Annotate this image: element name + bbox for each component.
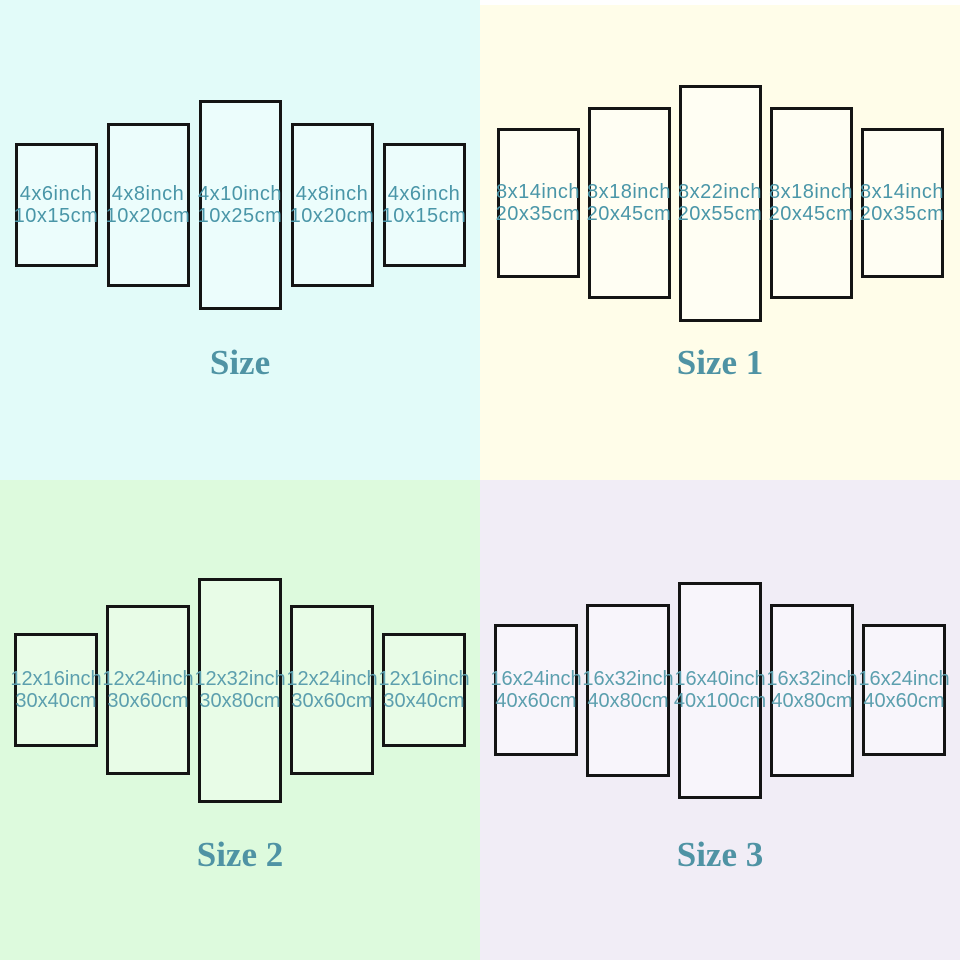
panel-size-cm: 10x20cm: [289, 205, 375, 227]
canvas-panel: 8x18inch 20x45cm: [769, 107, 854, 299]
canvas-panel: 12x24inch 30x60cm: [286, 605, 378, 775]
panel-size-label: 12x16inch 30x40cm: [10, 668, 101, 712]
panel-size-cm: 10x20cm: [105, 205, 191, 227]
panel-row: 8x14inch 20x35cm 8x18inch 20x45cm 8x22in…: [480, 0, 960, 406]
canvas-panel: 16x24inch 40x60cm: [490, 624, 582, 756]
panel-size-cm: 40x80cm: [587, 690, 669, 712]
panel-size-cm: 10x15cm: [13, 205, 99, 227]
panel-size-inch: 12x16inch: [10, 668, 102, 690]
panel-size-label: 12x24inch 30x60cm: [286, 668, 377, 712]
quadrant-title: Size: [209, 343, 271, 382]
panel-size-inch: 4x8inch: [111, 183, 185, 205]
panel-size-cm: 20x45cm: [768, 203, 854, 225]
quadrant-size-3: 16x24inch 40x60cm 16x32inch 40x80cm 16x4…: [480, 480, 960, 960]
panel-size-inch: 12x16inch: [378, 668, 470, 690]
panel-size-label: 8x14inch 20x35cm: [860, 181, 945, 225]
canvas-panel: 8x18inch 20x45cm: [587, 107, 672, 299]
canvas-panel: 4x10inch 10x25cm: [198, 100, 283, 310]
panel-size-inch: 12x32inch: [194, 668, 286, 690]
panel-size-inch: 16x32inch: [582, 668, 674, 690]
panel-size-label: 16x24inch 40x60cm: [490, 668, 581, 712]
panel-size-label: 16x40inch 40x100cm: [674, 668, 766, 712]
panel-size-label: 8x22inch 20x55cm: [678, 181, 763, 225]
quadrant-title: Size 1: [676, 343, 764, 382]
canvas-panel: 16x32inch 40x80cm: [766, 603, 858, 777]
canvas-panel: 8x22inch 20x55cm: [678, 84, 763, 322]
panel-size-cm: 20x45cm: [586, 203, 672, 225]
panel-size-label: 12x24inch 30x60cm: [102, 668, 193, 712]
panel-size-inch: 16x24inch: [858, 668, 950, 690]
panel-size-inch: 8x14inch: [859, 181, 945, 203]
canvas-panel: 12x16inch 30x40cm: [10, 633, 102, 747]
canvas-panel: 16x24inch 40x60cm: [858, 624, 950, 756]
panel-size-inch: 4x10inch: [197, 183, 283, 205]
canvas-panel: 12x24inch 30x60cm: [102, 605, 194, 775]
panel-size-cm: 30x40cm: [15, 690, 97, 712]
panel-size-label: 4x6inch 10x15cm: [382, 183, 467, 227]
panel-size-label: 4x8inch 10x20cm: [290, 183, 375, 227]
panel-size-inch: 12x24inch: [286, 668, 378, 690]
panel-row: 4x6inch 10x15cm 4x8inch 10x20cm 4x10inch…: [0, 0, 480, 410]
panel-size-label: 4x6inch 10x15cm: [14, 183, 99, 227]
panel-size-cm: 40x100cm: [673, 690, 767, 712]
panel-size-cm: 20x35cm: [495, 203, 581, 225]
canvas-panel: 12x16inch 30x40cm: [378, 633, 470, 747]
panel-size-cm: 30x60cm: [107, 690, 189, 712]
panel-size-inch: 8x14inch: [495, 181, 581, 203]
panel-size-inch: 16x24inch: [490, 668, 582, 690]
panel-size-label: 4x10inch 10x25cm: [198, 183, 283, 227]
panel-size-inch: 12x24inch: [102, 668, 194, 690]
canvas-panel: 16x40inch 40x100cm: [674, 581, 766, 799]
panel-size-label: 12x32inch 30x80cm: [194, 668, 285, 712]
panel-size-inch: 8x22inch: [677, 181, 763, 203]
canvas-panel: 4x6inch 10x15cm: [382, 143, 467, 267]
panel-size-cm: 30x80cm: [199, 690, 281, 712]
panel-size-label: 12x16inch 30x40cm: [378, 668, 469, 712]
panel-size-inch: 4x6inch: [387, 183, 461, 205]
panel-size-label: 8x14inch 20x35cm: [496, 181, 581, 225]
canvas-panel: 16x32inch 40x80cm: [582, 603, 674, 777]
panel-row: 16x24inch 40x60cm 16x32inch 40x80cm 16x4…: [480, 480, 960, 900]
panel-size-inch: 4x6inch: [19, 183, 93, 205]
panel-size-cm: 40x60cm: [863, 690, 945, 712]
panel-size-inch: 4x8inch: [295, 183, 369, 205]
panel-size-label: 4x8inch 10x20cm: [106, 183, 191, 227]
canvas-panel: 12x32inch 30x80cm: [194, 577, 286, 803]
quadrant-size-1: 8x14inch 20x35cm 8x18inch 20x45cm 8x22in…: [480, 0, 960, 480]
panel-row: 12x16inch 30x40cm 12x24inch 30x60cm 12x3…: [0, 480, 480, 900]
panel-size-label: 8x18inch 20x45cm: [769, 181, 854, 225]
panel-size-cm: 10x25cm: [197, 205, 283, 227]
panel-size-inch: 16x40inch: [674, 668, 766, 690]
panel-size-cm: 20x55cm: [677, 203, 763, 225]
canvas-panel: 4x8inch 10x20cm: [290, 123, 375, 287]
panel-size-inch: 16x32inch: [766, 668, 858, 690]
quadrant-title: Size 2: [196, 835, 284, 874]
quadrant-title: Size 3: [676, 835, 764, 874]
canvas-panel: 4x6inch 10x15cm: [14, 143, 99, 267]
panel-size-label: 8x18inch 20x45cm: [587, 181, 672, 225]
panel-size-label: 16x24inch 40x60cm: [858, 668, 949, 712]
panel-size-inch: 8x18inch: [768, 181, 854, 203]
panel-size-cm: 10x15cm: [381, 205, 467, 227]
panel-size-cm: 30x60cm: [291, 690, 373, 712]
panel-size-cm: 40x80cm: [771, 690, 853, 712]
canvas-panel: 8x14inch 20x35cm: [860, 128, 945, 278]
panel-size-inch: 8x18inch: [586, 181, 672, 203]
quadrant-size: 4x6inch 10x15cm 4x8inch 10x20cm 4x10inch…: [0, 0, 480, 480]
white-edge-strip: [480, 0, 960, 5]
panel-size-label: 16x32inch 40x80cm: [766, 668, 857, 712]
panel-size-cm: 40x60cm: [495, 690, 577, 712]
canvas-panel: 4x8inch 10x20cm: [106, 123, 191, 287]
panel-size-cm: 20x35cm: [859, 203, 945, 225]
quadrant-size-2: 12x16inch 30x40cm 12x24inch 30x60cm 12x3…: [0, 480, 480, 960]
panel-size-cm: 30x40cm: [383, 690, 465, 712]
canvas-panel: 8x14inch 20x35cm: [496, 128, 581, 278]
panel-size-label: 16x32inch 40x80cm: [582, 668, 673, 712]
